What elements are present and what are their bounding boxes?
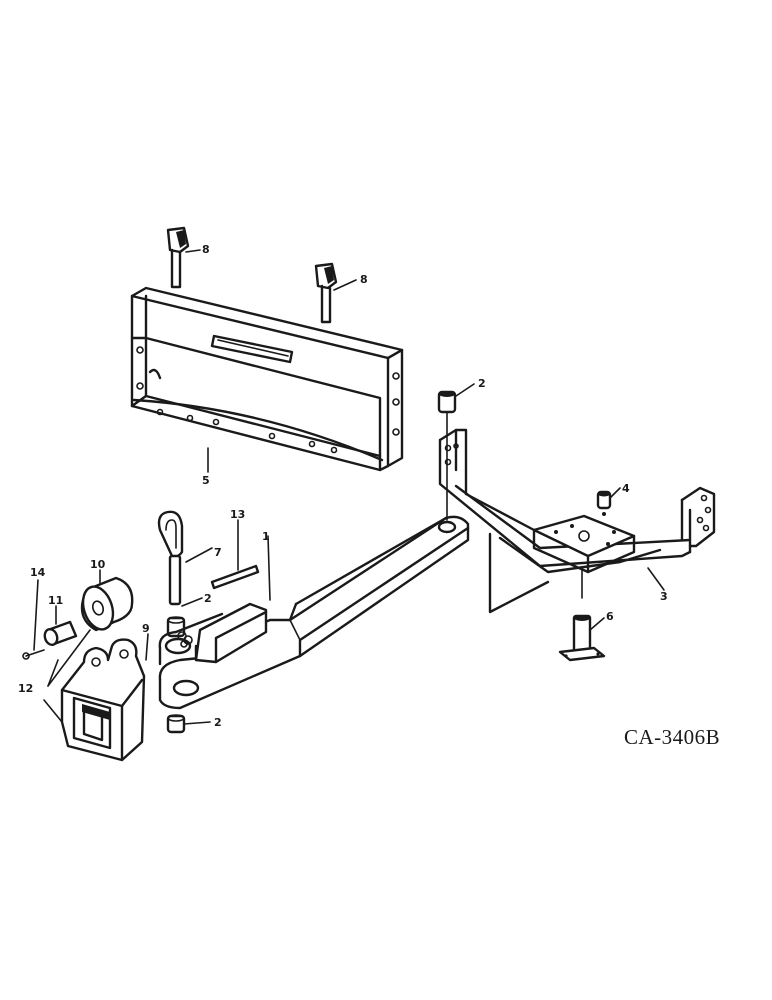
lock-pin-left xyxy=(166,226,190,289)
clevis-block xyxy=(60,638,146,762)
callout-4: 4 xyxy=(622,482,630,495)
callout-labels: 8 8 2 5 4 13 1 7 10 14 3 2 11 6 9 12 2 xyxy=(18,243,668,729)
drawbar xyxy=(158,515,470,710)
callout-10: 10 xyxy=(90,558,106,571)
retaining-strip xyxy=(210,564,260,590)
callout-8-left: 8 xyxy=(202,243,210,256)
callout-2-upper: 2 xyxy=(478,377,486,390)
spacer-lower xyxy=(166,714,186,734)
clevis-chain xyxy=(177,631,193,648)
callout-6: 6 xyxy=(606,610,614,623)
callout-7: 7 xyxy=(214,546,222,559)
callout-1: 1 xyxy=(262,530,270,543)
drawbar-support-frame xyxy=(130,286,404,472)
callout-2-lower: 2 xyxy=(214,716,222,729)
figure-code: CA-3406B xyxy=(624,725,720,749)
bushing-pin xyxy=(43,620,78,647)
cotter-pin xyxy=(22,649,45,660)
callout-12: 12 xyxy=(18,682,33,695)
callout-11: 11 xyxy=(48,594,63,607)
swing-bracket xyxy=(438,428,716,614)
callout-8-right: 8 xyxy=(360,273,368,286)
callout-3: 3 xyxy=(660,590,668,603)
callout-14: 14 xyxy=(30,566,46,579)
callout-9: 9 xyxy=(142,622,150,635)
spacer-upper-right xyxy=(437,390,457,414)
hitch-pin xyxy=(157,510,184,606)
pivot-pin-small xyxy=(596,490,612,516)
leader-lines xyxy=(33,249,665,725)
callout-5: 5 xyxy=(202,474,210,487)
wear-plate xyxy=(194,602,268,664)
callout-2-middle: 2 xyxy=(204,592,212,605)
pivot-plate xyxy=(532,514,636,574)
callout-13: 13 xyxy=(230,508,245,521)
pivot-post xyxy=(558,569,606,662)
roller xyxy=(80,576,134,632)
lock-pin-right xyxy=(314,262,338,324)
